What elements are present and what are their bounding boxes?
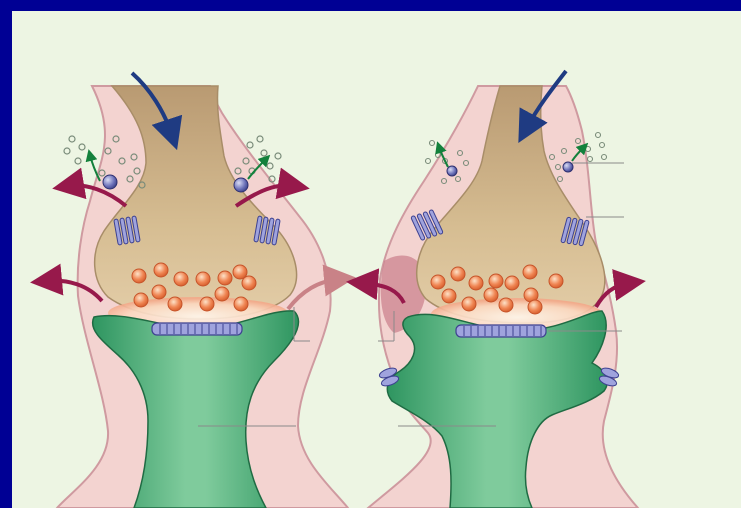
left-postsynaptic-receptors	[152, 323, 242, 335]
right-transporter-1	[447, 166, 457, 176]
left-transporter-2	[234, 178, 248, 192]
figure-panel	[12, 11, 741, 508]
right-postsynaptic-receptors	[456, 325, 546, 337]
left-transporter-1	[103, 175, 117, 189]
right-transporter-2	[563, 162, 573, 172]
synapse-diagram	[12, 11, 741, 508]
